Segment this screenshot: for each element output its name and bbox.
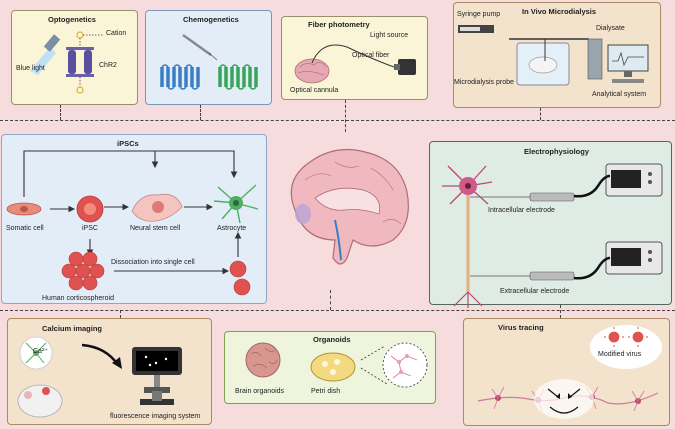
cable-top-icon — [573, 174, 611, 198]
extracellular-label: Extracellular electrode — [500, 288, 570, 295]
blue-light-label: Blue light — [16, 65, 45, 72]
neural-stem-cell-icon — [131, 193, 183, 222]
virus-tracing-panel: Virus tracing Modified virus — [463, 318, 670, 426]
light-source-icon — [394, 59, 416, 75]
chemogenetics-title: Chemogenetics — [183, 15, 239, 24]
light-source-label: Light source — [370, 32, 409, 39]
syringe-icon — [182, 34, 218, 61]
probe-label: Microdialysis probe — [454, 79, 514, 86]
optical-fiber-label: Optical fiber — [352, 52, 390, 59]
optogenetics-panel: Optogenetics Blue light Cation ChR2 — [11, 10, 138, 105]
computer-icon — [587, 38, 649, 83]
ipscs-title: iPSCs — [117, 139, 139, 148]
brain-illustration — [290, 149, 409, 265]
calcium-label: Ca²⁺ — [33, 348, 48, 355]
fiber-photometry-panel: Fiber photometry Light source Optical fi… — [281, 16, 428, 100]
receptor-blue-icon — [160, 64, 200, 90]
ipsc-label: iPSC — [82, 225, 98, 232]
somatic-cell-label: Somatic cell — [6, 225, 44, 232]
ipscs-panel: iPSCs Somatic cell iPSC Neural stem cell — [1, 134, 267, 304]
mouse-icon — [17, 384, 63, 418]
intracellular-label: Intracellular electrode — [488, 207, 555, 214]
cable-bottom-icon — [573, 256, 611, 280]
organoid-zoom-icon — [360, 342, 428, 388]
dialysate-label: Dialysate — [596, 25, 625, 32]
syringe-pump-label: Syringe pump — [457, 11, 501, 18]
cation-label: Cation — [106, 30, 127, 37]
optical-cannula-label: Optical cannula — [290, 87, 339, 94]
optogenetics-title: Optogenetics — [48, 15, 96, 24]
calcium-imaging-panel: Calcium imaging Ca²⁺ fluorescence imagin… — [7, 318, 212, 425]
organoids-title: Organoids — [313, 335, 351, 344]
neural-stem-cell-label: Neural stem cell — [130, 225, 181, 232]
corticospheroid-icon — [61, 251, 105, 291]
neuron-chain-icon — [477, 379, 659, 419]
chr2-channel-icon — [66, 31, 104, 94]
somatic-cell-icon — [6, 202, 42, 216]
dashed-line-v5 — [330, 290, 331, 310]
chr2-label: ChR2 — [99, 62, 117, 69]
petri-dish-icon — [310, 352, 356, 382]
dashed-line-v4 — [540, 108, 541, 120]
brain-organoid-icon — [245, 342, 281, 378]
intracellular-electrode-icon — [470, 192, 575, 202]
dashed-line-v1 — [60, 105, 61, 120]
fiber-photometry-title: Fiber photometry — [308, 20, 370, 29]
beaker-mouse-icon — [509, 38, 589, 86]
dashed-line-v7 — [560, 305, 561, 318]
microdialysis-panel: In Vivo Microdialysis Syringe pump Dialy… — [453, 2, 661, 108]
ipscs-arrows — [23, 150, 242, 275]
mouse-brain-icon — [294, 58, 330, 84]
chemogenetics-panel: Chemogenetics — [145, 10, 272, 105]
neuron-icon — [442, 165, 493, 308]
optical-fiber-line — [311, 44, 395, 68]
microdialysis-title: In Vivo Microdialysis — [522, 7, 597, 16]
dashed-line-bottom — [0, 310, 675, 311]
modified-virus-label: Modified virus — [598, 351, 642, 358]
dashed-line-top — [0, 120, 675, 121]
arrow-curve-icon — [81, 343, 122, 369]
calcium-imaging-title: Calcium imaging — [42, 324, 103, 333]
virus-tracing-title: Virus tracing — [498, 323, 544, 332]
ipsc-icon — [76, 195, 104, 223]
calcium-neuron-icon — [19, 336, 53, 370]
single-cells-icon — [229, 260, 251, 296]
virus-bubble-icon — [590, 325, 662, 369]
petri-dish-label: Petri dish — [311, 388, 341, 395]
microscope-icon — [132, 347, 182, 405]
analytical-system-label: Analytical system — [592, 91, 647, 98]
electrophysiology-title: Electrophysiology — [524, 147, 590, 156]
electrophysiology-panel: Electrophysiology Intracellular electrod… — [429, 141, 672, 308]
receptor-green-icon — [218, 64, 258, 90]
blue-light-icon — [30, 34, 61, 75]
syringe-pump-icon — [458, 25, 494, 33]
oscilloscope-top-icon — [605, 163, 663, 197]
corticospheroid-label: Human corticospheroid — [42, 295, 114, 302]
extracellular-electrode-icon — [470, 271, 575, 281]
dissociation-label: Dissociation into single cell — [111, 259, 195, 266]
astrocyte-label: Astrocyte — [217, 225, 247, 232]
dashed-line-v6 — [120, 310, 121, 318]
dashed-line-v2 — [200, 105, 201, 120]
dashed-line-v3 — [345, 100, 346, 132]
brain-organoids-label: Brain organoids — [235, 388, 285, 395]
organoids-panel: Organoids Brain organoids Petri dish — [224, 331, 436, 404]
astrocyte-icon — [213, 184, 259, 224]
imaging-system-label: fluorescence imaging system — [110, 413, 201, 420]
